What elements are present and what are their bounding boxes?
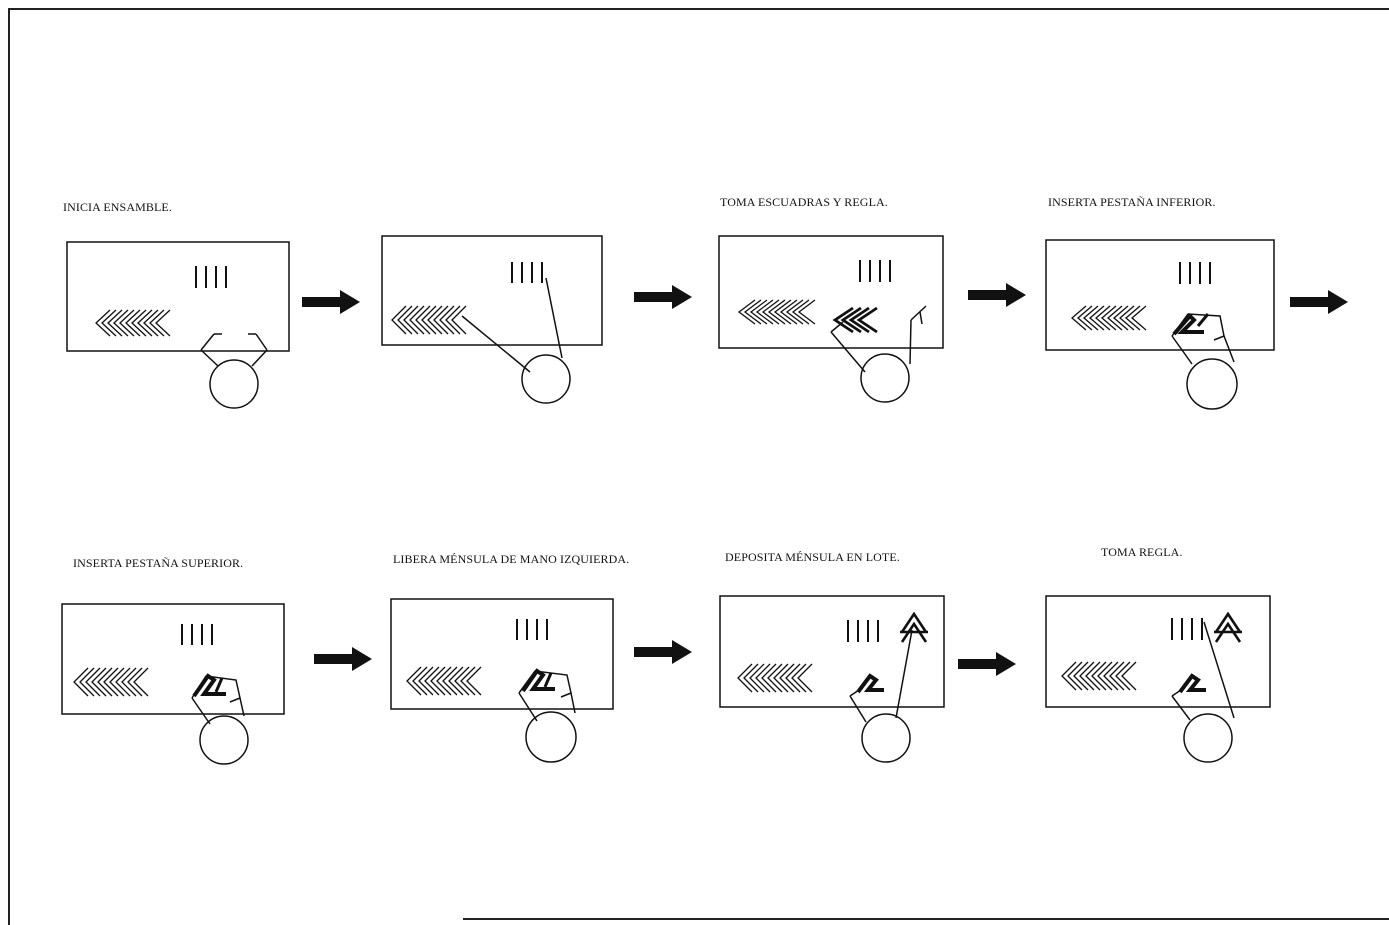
operator-circle-icon [1187, 359, 1237, 409]
step-1-workstation [60, 238, 300, 423]
operator-circle-icon [861, 354, 909, 402]
operator-circle-icon [862, 714, 910, 762]
operator-arms [462, 278, 562, 372]
step-7-workstation [716, 592, 956, 777]
right-arrow-icon [302, 290, 362, 314]
workbench-outline [1046, 240, 1274, 350]
ruler-set-icon [517, 619, 547, 640]
operator-circle-icon [210, 360, 258, 408]
bracket-stack-icon [1072, 306, 1146, 330]
bracket-stack-icon [96, 310, 170, 336]
workbench-outline [720, 596, 944, 707]
ruler-set-icon [1172, 618, 1202, 640]
operator-arms [201, 334, 267, 366]
right-arrow-icon [314, 647, 374, 671]
ruler-set-icon [196, 266, 226, 288]
step-3-caption: TOMA ESCUADRAS Y REGLA. [720, 195, 888, 210]
operator-circle-icon [522, 355, 570, 403]
diagram-frame-bottom-border [463, 918, 1389, 920]
ruler-set-icon [182, 624, 212, 645]
step-7-caption: DEPOSITA MÉNSULA EN LOTE. [725, 550, 900, 565]
right-arrow-icon [1290, 290, 1350, 314]
bracket-stack-icon [392, 306, 466, 334]
right-arrow-icon [968, 283, 1028, 307]
diagram-frame-top-border [8, 8, 1389, 10]
right-arrow-icon [958, 652, 1018, 676]
step-8-workstation [1042, 592, 1282, 777]
ruler-set-icon [835, 308, 877, 332]
step-6-caption: LIBERA MÉNSULA DE MANO IZQUIERDA. [393, 552, 629, 567]
ruler-set-icon [512, 262, 542, 283]
step-8-caption: TOMA REGLA. [1101, 545, 1183, 560]
step-5-caption: INSERTA PESTAÑA SUPERIOR. [73, 556, 243, 571]
diagram-frame-left-border [8, 8, 10, 925]
bracket-in-hand-icon [1172, 314, 1234, 364]
bracket-stack-icon [74, 668, 148, 696]
bracket-lot-icon [900, 614, 928, 642]
bracket-stack-icon [1062, 662, 1136, 690]
right-arrow-icon [634, 285, 694, 309]
operator-circle-icon [200, 716, 248, 764]
bracket-in-hand-icon [519, 671, 575, 721]
operator-circle-icon [526, 712, 576, 762]
bracket-stack-icon [739, 300, 815, 324]
bracket-lot-icon [1214, 614, 1242, 642]
step-3-workstation [715, 232, 955, 417]
step-4-caption: INSERTA PESTAÑA INFERIOR. [1048, 195, 1216, 210]
step-1-caption: INICIA ENSAMBLE. [63, 200, 172, 215]
step-4-workstation [1042, 236, 1282, 421]
operator-circle-icon [1184, 714, 1232, 762]
step-5-workstation [58, 600, 298, 785]
right-arrow-icon [634, 640, 694, 664]
operator-arms [831, 306, 926, 372]
workbench-outline [1046, 596, 1270, 707]
bracket-stack-icon [738, 664, 812, 692]
workbench-outline [62, 604, 284, 714]
step-6-workstation [387, 595, 627, 780]
ruler-set-icon [1180, 262, 1210, 284]
bracket-in-hand-icon [850, 630, 912, 722]
ruler-set-icon [848, 620, 878, 642]
step-2-workstation [378, 232, 618, 417]
bracket-stack-icon [407, 667, 481, 695]
ruler-set-icon [860, 260, 890, 282]
workbench-outline [382, 236, 602, 345]
